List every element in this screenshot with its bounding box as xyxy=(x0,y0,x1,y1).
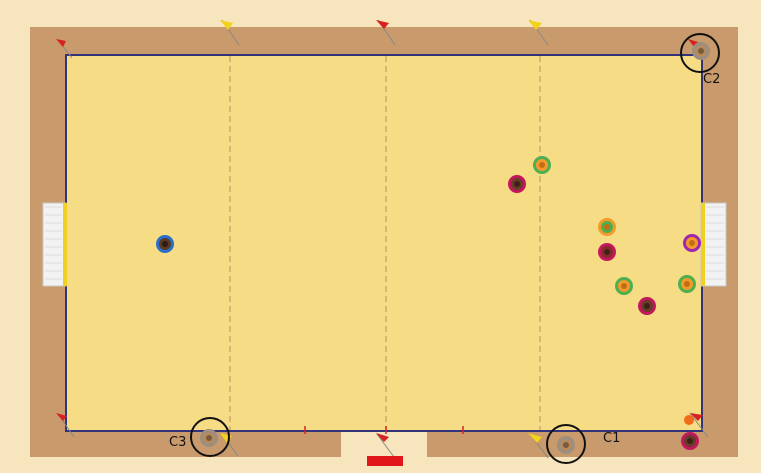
left-goal xyxy=(43,203,67,286)
player-icon[interactable] xyxy=(598,243,616,261)
player-icon[interactable] xyxy=(615,277,633,295)
scorer-table-marker xyxy=(367,456,403,466)
camera-label-c3: C3 xyxy=(169,436,186,450)
camera-label-c2: C2 xyxy=(703,73,720,87)
referee-icon[interactable] xyxy=(692,42,710,60)
ball-icon[interactable] xyxy=(684,415,694,425)
player-icon[interactable] xyxy=(683,234,701,252)
player-icon[interactable] xyxy=(678,275,696,293)
player-icon[interactable] xyxy=(508,175,526,193)
referee-icon[interactable] xyxy=(557,436,575,454)
right-goal xyxy=(701,203,726,286)
player-icon[interactable] xyxy=(598,218,616,236)
referee-icon[interactable] xyxy=(200,429,218,447)
player-icon[interactable] xyxy=(533,156,551,174)
camera-label-c1: C1 xyxy=(603,432,620,446)
player-icon[interactable] xyxy=(156,235,174,253)
player-icon[interactable] xyxy=(638,297,656,315)
player-icon[interactable] xyxy=(681,432,699,450)
